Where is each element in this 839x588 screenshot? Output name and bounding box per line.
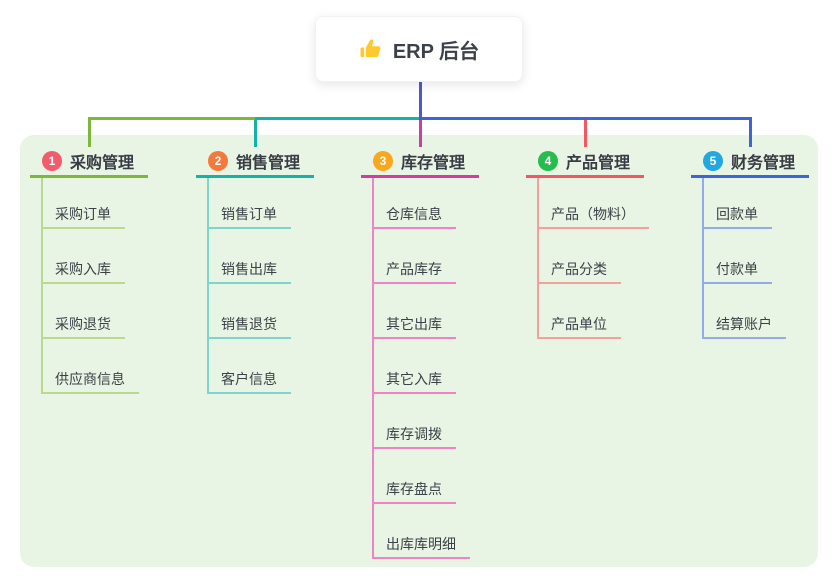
branch-title-4[interactable]: 4 产品管理 bbox=[526, 146, 644, 178]
branch-label-2: 销售管理 bbox=[236, 154, 301, 172]
branch-title-3[interactable]: 3 库存管理 bbox=[361, 146, 479, 178]
root-node[interactable]: ERP 后台 bbox=[315, 16, 523, 82]
child-node[interactable]: 库存盘点 bbox=[372, 478, 456, 504]
child-node[interactable]: 销售出库 bbox=[207, 258, 291, 284]
root-connector bbox=[418, 82, 422, 120]
thumbs-up-icon bbox=[359, 37, 383, 61]
child-node[interactable]: 结算账户 bbox=[702, 313, 786, 339]
branch-badge-1: 1 bbox=[42, 150, 62, 171]
child-node[interactable]: 其它出库 bbox=[372, 313, 456, 339]
branch-trunk-1 bbox=[41, 178, 43, 394]
branch-trunk-4 bbox=[537, 178, 539, 339]
child-node[interactable]: 回款单 bbox=[702, 203, 772, 229]
child-node[interactable]: 其它入库 bbox=[372, 368, 456, 394]
child-node[interactable]: 采购入库 bbox=[41, 258, 125, 284]
branch-badge-4: 4 bbox=[538, 150, 558, 171]
branch-trunk-3 bbox=[372, 178, 374, 559]
branch-label-3: 库存管理 bbox=[401, 154, 466, 172]
rail-segment-middle bbox=[255, 117, 420, 120]
branch-trunk-2 bbox=[207, 178, 209, 394]
rail-segment-right bbox=[420, 117, 750, 120]
branch-drop-4 bbox=[583, 117, 587, 147]
root-title: ERP 后台 bbox=[392, 40, 480, 63]
branch-drop-5 bbox=[748, 117, 752, 147]
rail-segment-left bbox=[89, 117, 255, 120]
child-node[interactable]: 出库库明细 bbox=[372, 533, 470, 559]
child-node[interactable]: 客户信息 bbox=[207, 368, 291, 394]
branch-drop-2 bbox=[253, 117, 257, 147]
branch-badge-3: 3 bbox=[373, 150, 393, 171]
branches-panel bbox=[20, 135, 818, 567]
branch-drop-3 bbox=[418, 117, 422, 147]
child-node[interactable]: 销售退货 bbox=[207, 313, 291, 339]
branch-badge-5: 5 bbox=[703, 150, 723, 171]
branch-label-4: 产品管理 bbox=[566, 154, 631, 172]
child-node[interactable]: 供应商信息 bbox=[41, 368, 139, 394]
child-node[interactable]: 产品库存 bbox=[372, 258, 456, 284]
branch-label-1: 采购管理 bbox=[70, 154, 135, 172]
child-node[interactable]: 销售订单 bbox=[207, 203, 291, 229]
child-node[interactable]: 产品分类 bbox=[537, 258, 621, 284]
child-node[interactable]: 采购订单 bbox=[41, 203, 125, 229]
branch-title-5[interactable]: 5 财务管理 bbox=[691, 146, 809, 178]
child-node[interactable]: 仓库信息 bbox=[372, 203, 456, 229]
child-node[interactable]: 库存调拨 bbox=[372, 423, 456, 449]
branch-title-1[interactable]: 1 采购管理 bbox=[30, 146, 148, 178]
branch-title-2[interactable]: 2 销售管理 bbox=[196, 146, 314, 178]
branch-badge-2: 2 bbox=[208, 150, 228, 171]
branch-trunk-5 bbox=[702, 178, 704, 339]
child-node[interactable]: 产品单位 bbox=[537, 313, 621, 339]
branch-drop-1 bbox=[87, 117, 91, 147]
child-node[interactable]: 产品（物料） bbox=[537, 203, 649, 229]
branch-label-5: 财务管理 bbox=[731, 154, 796, 172]
child-node[interactable]: 采购退货 bbox=[41, 313, 125, 339]
child-node[interactable]: 付款单 bbox=[702, 258, 772, 284]
